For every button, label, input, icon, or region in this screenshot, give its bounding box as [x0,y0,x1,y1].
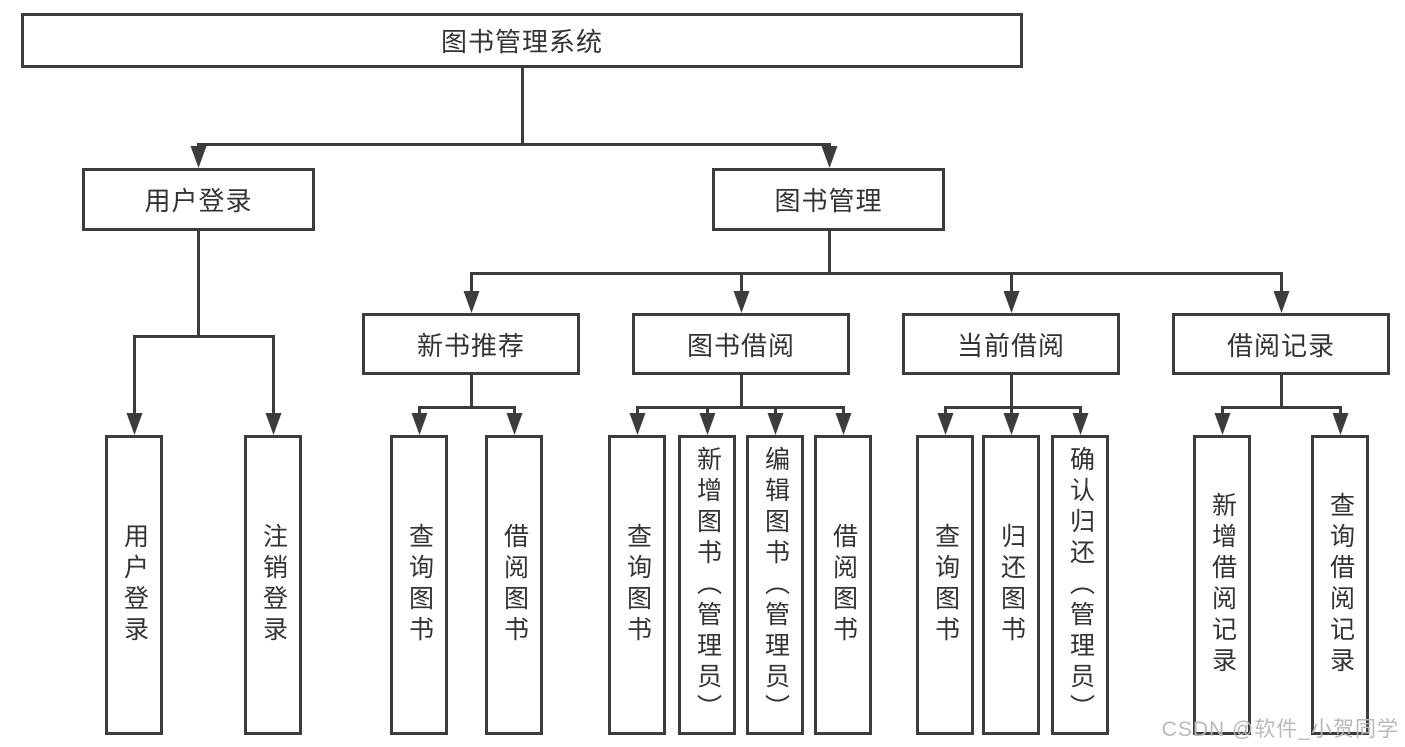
connector-book-mgmt [470,231,1283,294]
leaf-logout: 注销登录 [244,435,302,735]
arrow-down-icon [506,413,523,435]
leaf-label: 查询图书 [931,523,960,647]
arrow-down-icon [1214,413,1231,435]
leaf-label: 查询图书 [405,523,434,647]
connector-root [197,68,831,150]
leaf-confirm-return-admin: 确认归还（管理员） [1051,435,1109,735]
arrow-down-icon [126,413,143,435]
leaf-user-login: 用户登录 [105,435,163,735]
node-borrow-record: 借阅记录 [1172,313,1390,375]
arrow-down-icon [1332,413,1349,435]
arrow-down-icon [629,413,646,435]
connector-new-book [418,375,516,416]
leaf-label: 新增图书（管理员） [693,445,722,725]
leaf-label: 确认归还（管理员） [1066,445,1095,725]
connector-current-borrow [944,375,1082,416]
leaf-label: 查询借阅记录 [1326,492,1355,678]
leaf-label: 借阅图书 [829,523,858,647]
leaf-label: 编辑图书（管理员） [761,445,790,725]
leaf-label: 借阅图书 [500,523,529,647]
leaf-label: 查询图书 [623,523,652,647]
connector-user-login [133,231,275,416]
leaf-query-books-newbook: 查询图书 [390,435,448,735]
leaf-edit-books-admin: 编辑图书（管理员） [746,435,804,735]
node-new-book-recommend: 新书推荐 [362,313,580,375]
arrow-down-icon [411,413,428,435]
node-library-management-system: 图书管理系统 [21,13,1023,68]
leaf-label: 注销登录 [259,523,288,647]
arrow-down-icon [937,413,954,435]
leaf-add-borrow-record: 新增借阅记录 [1193,435,1251,735]
leaf-borrow-books: 借阅图书 [814,435,872,735]
arrow-down-icon [265,413,282,435]
arrow-down-icon [821,146,838,168]
leaf-add-books-admin: 新增图书（管理员） [678,435,736,735]
leaf-label: 新增借阅记录 [1208,492,1237,678]
arrow-down-icon [767,413,784,435]
arrow-down-icon [463,291,480,313]
arrow-down-icon [1273,291,1290,313]
connector-book-borrow [636,375,845,416]
leaf-label: 用户登录 [120,523,149,647]
leaf-borrow-books-newbook: 借阅图书 [485,435,543,735]
node-book-management: 图书管理 [712,168,945,231]
arrow-down-icon [190,146,207,168]
arrow-down-icon [1003,413,1020,435]
node-user-login: 用户登录 [82,168,315,231]
arrow-down-icon [1072,413,1089,435]
node-current-borrow: 当前借阅 [902,313,1120,375]
leaf-return-books: 归还图书 [982,435,1040,735]
arrow-down-icon [699,413,716,435]
leaf-query-borrow-record: 查询借阅记录 [1311,435,1369,735]
csdn-watermark: CSDN @软件_小贺同学 [1161,718,1399,741]
leaf-label: 归还图书 [997,523,1026,647]
leaf-query-books-borrow: 查询图书 [608,435,666,735]
arrow-down-icon [1003,291,1020,313]
node-book-borrow: 图书借阅 [632,313,850,375]
arrow-down-icon [835,413,852,435]
arrow-down-icon [733,291,750,313]
connector-borrow-record [1221,375,1342,416]
leaf-query-books-current: 查询图书 [916,435,974,735]
